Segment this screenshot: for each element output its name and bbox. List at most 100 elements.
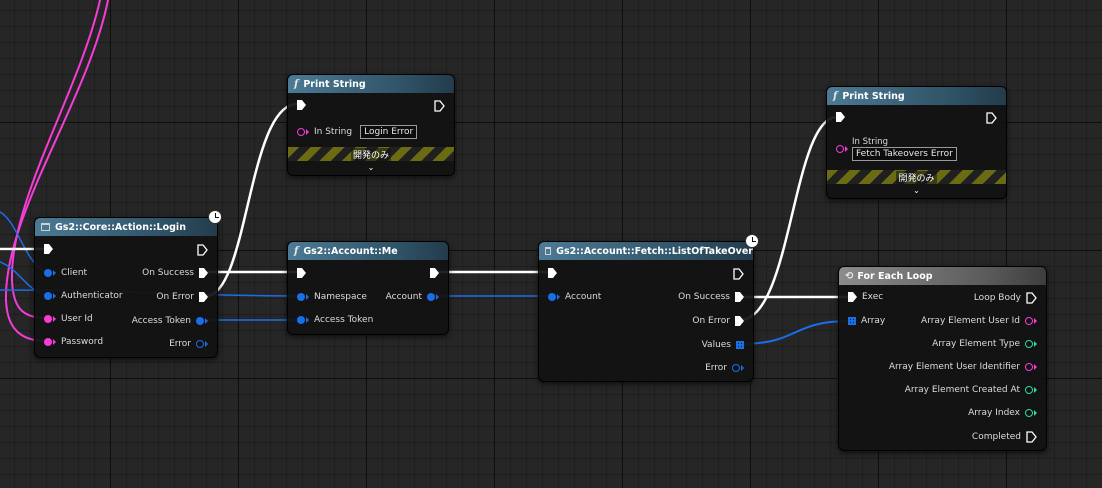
exec-in-pin[interactable] [297,268,306,278]
pin-label-completed: Completed [971,432,1021,442]
function-icon: f [294,78,299,90]
account-me-node[interactable]: f Gs2::Account::Me Namespace Access Toke… [287,241,449,335]
exec-in-pin[interactable] [548,268,557,278]
values-array-pin-icon[interactable] [736,341,744,349]
development-only-label: 開発のみ [896,170,937,184]
pin-label-error: Error [169,339,191,349]
pin-label-account: Account [565,292,602,302]
pin-label-on-error: On Error [692,316,730,326]
wire-fetch-error-to-print [738,115,839,322]
pin-label-array-element-created-at: Array Element Created At [904,385,1020,395]
function-icon: f [833,90,838,102]
user-id-pin[interactable] [44,315,52,323]
expand-chevron-icon[interactable]: ⌄ [913,186,920,195]
node-title: Gs2::Account::Fetch::ListOfTakeOver [556,245,753,257]
pin-label-access-token: Access Token [314,315,374,325]
account-pin[interactable] [427,293,435,301]
node-header[interactable]: f Gs2::Account::Me [288,242,448,260]
node-title: Print String [303,78,366,90]
node-header[interactable]: f Print String [827,87,1006,105]
development-only-banner: 開発のみ [288,147,454,161]
on-error-exec-pin[interactable] [199,292,208,302]
pin-label-array-element-user-identifier: Array Element User Identifier [888,362,1020,372]
development-only-banner: 開発のみ [827,170,1006,184]
latent-clock-icon [745,234,759,248]
function-node-icon [545,247,552,255]
wire-password-string [4,0,109,342]
pin-label-error: Error [705,363,727,373]
on-success-exec-pin[interactable] [735,292,744,302]
on-success-exec-pin[interactable] [199,268,208,278]
pin-label-on-error: On Error [156,292,194,302]
in-string-label: In String [314,127,353,137]
fetch-list-of-takeover-node[interactable]: Gs2::Account::Fetch::ListOfTakeOver Acco… [538,234,759,382]
print-string-node-login-error[interactable]: f Print String In String Login Error 開発の… [287,74,455,176]
node-title: Print String [842,90,905,102]
node-title: For Each Loop [857,270,933,282]
in-string-pin[interactable] [297,128,305,136]
node-title: Gs2::Account::Me [303,245,398,257]
error-pin[interactable] [732,364,740,372]
in-string-value-field[interactable]: Fetch Takeovers Error [852,147,957,161]
exec-out-pin[interactable] [733,268,744,280]
node-header[interactable]: f Print String [288,75,454,93]
expand-chevron-icon[interactable]: ⌄ [367,163,375,172]
for-each-loop-node[interactable]: ⟲ For Each Loop Exec Array Loop Body Arr… [838,266,1047,451]
password-pin[interactable] [44,338,52,346]
pin-label-on-success: On Success [142,268,194,278]
loop-icon: ⟲ [845,270,854,282]
function-icon: f [294,245,299,257]
in-string-pin[interactable] [836,145,844,153]
access-token-pin[interactable] [297,316,305,324]
print-string-node-fetch-error[interactable]: f Print String In String Fetch Takeovers… [826,86,1007,199]
exec-out-pin[interactable] [986,112,997,124]
array-element-created-at-pin[interactable] [1025,386,1033,394]
array-pin-icon[interactable] [848,317,856,325]
authenticator-pin[interactable] [44,292,52,300]
exec-in-pin[interactable] [848,292,857,302]
access-token-pin[interactable] [196,317,204,325]
pin-label-values: Values [701,340,731,350]
exec-out-pin[interactable] [430,268,439,278]
exec-out-pin[interactable] [434,100,445,112]
namespace-pin[interactable] [297,293,305,301]
array-element-user-id-pin[interactable] [1025,317,1033,325]
array-index-pin[interactable] [1025,409,1033,417]
node-header[interactable]: Gs2::Core::Action::Login [35,218,217,236]
pin-label-authenticator: Authenticator [61,291,123,301]
pin-label-array-index: Array Index [968,408,1020,418]
wire-values-array [739,320,851,345]
in-string-label: In String [852,137,888,147]
node-header[interactable]: Gs2::Account::Fetch::ListOfTakeOver [539,242,753,260]
pin-label-on-success: On Success [678,292,730,302]
exec-in-pin[interactable] [44,244,53,254]
exec-in-pin[interactable] [297,100,306,110]
client-pin[interactable] [44,269,52,277]
pin-label-array-element-type: Array Element Type [932,339,1020,349]
pin-label-client: Client [61,268,88,278]
pin-label-loop-body: Loop Body [973,293,1021,303]
latent-clock-icon [208,210,222,224]
pin-label-access-token: Access Token [131,316,191,326]
wire-login-error-to-print [204,102,299,298]
error-pin[interactable] [196,340,204,348]
pin-label-account: Account [385,292,422,302]
development-only-label: 開発のみ [350,147,391,161]
completed-exec-pin[interactable] [1026,431,1037,443]
node-header[interactable]: ⟲ For Each Loop [839,267,1046,285]
array-element-type-pin[interactable] [1025,340,1033,348]
node-title: Gs2::Core::Action::Login [55,221,186,233]
login-node[interactable]: Gs2::Core::Action::Login Client Authenti… [34,210,222,358]
account-pin[interactable] [548,293,556,301]
in-string-value-field[interactable]: Login Error [360,125,418,139]
pin-label-array-element-user-id: Array Element User Id [921,316,1020,326]
array-element-user-identifier-pin[interactable] [1025,363,1033,371]
pin-label-namespace: Namespace [314,292,367,302]
function-node-icon [41,223,50,231]
on-error-exec-pin[interactable] [735,316,744,326]
pin-label-user-id: User Id [61,314,93,324]
exec-out-pin[interactable] [197,244,208,256]
exec-in-pin[interactable] [836,112,845,122]
pin-label-array: Array [861,316,886,326]
loop-body-exec-pin[interactable] [1026,292,1037,304]
